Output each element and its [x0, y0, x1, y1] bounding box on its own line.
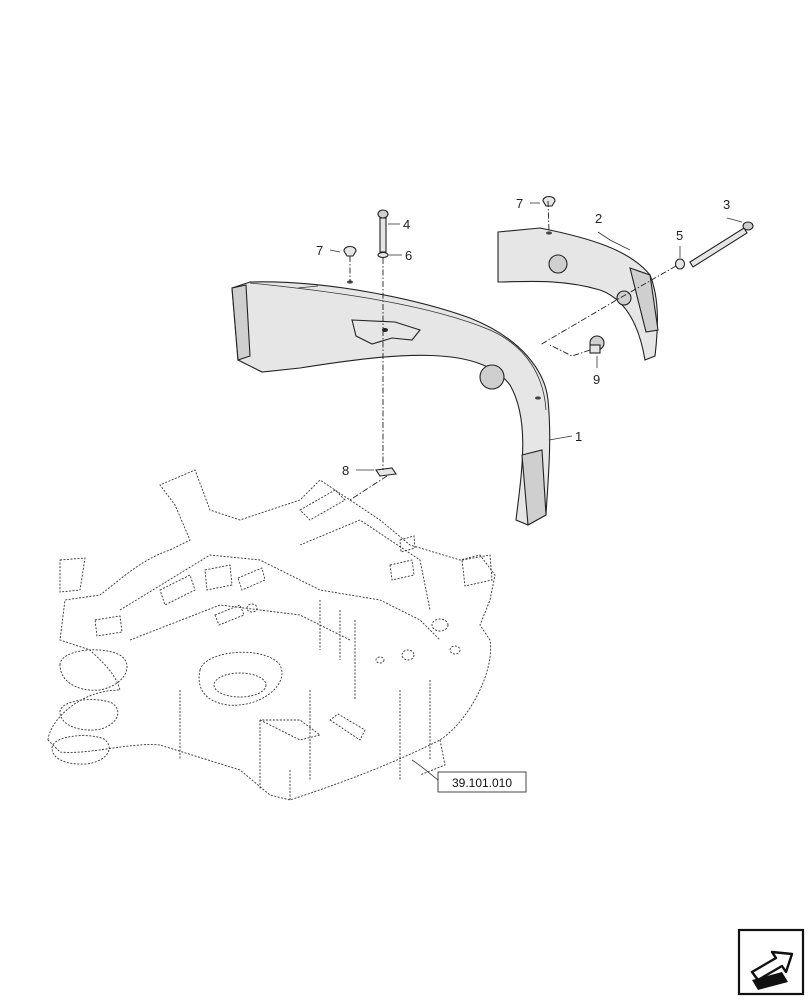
washer: [674, 258, 686, 270]
assembly-lines: [349, 200, 677, 501]
next-page-arrow-icon[interactable]: [737, 928, 805, 996]
callout-9: 9: [593, 372, 600, 387]
upper-frame: [47, 469, 496, 801]
cap-right: [542, 195, 556, 207]
bolt-vertical: [377, 209, 389, 253]
callout-5: 5: [676, 228, 683, 243]
reference-box[interactable]: [437, 771, 527, 793]
plug: [589, 335, 605, 354]
reference-link[interactable]: 39.101.010: [437, 771, 527, 793]
reference-label[interactable]: 39.101.010: [452, 776, 512, 790]
cap-left: [343, 245, 357, 257]
callout-3: 3: [723, 197, 730, 212]
washer-small: [377, 251, 389, 259]
callout-4: 4: [403, 217, 410, 232]
bolt-long: [689, 221, 754, 268]
counterweight-main: [231, 280, 551, 526]
callout-7-left: 7: [316, 243, 323, 258]
counterweight-side: [497, 227, 659, 361]
leader-lines: [329, 202, 743, 781]
callout-1: 1: [575, 429, 582, 444]
callout-8: 8: [342, 463, 349, 478]
callout-2: 2: [595, 211, 602, 226]
callout-7-right: 7: [516, 196, 523, 211]
clip: [375, 467, 397, 477]
callout-6: 6: [405, 248, 412, 263]
